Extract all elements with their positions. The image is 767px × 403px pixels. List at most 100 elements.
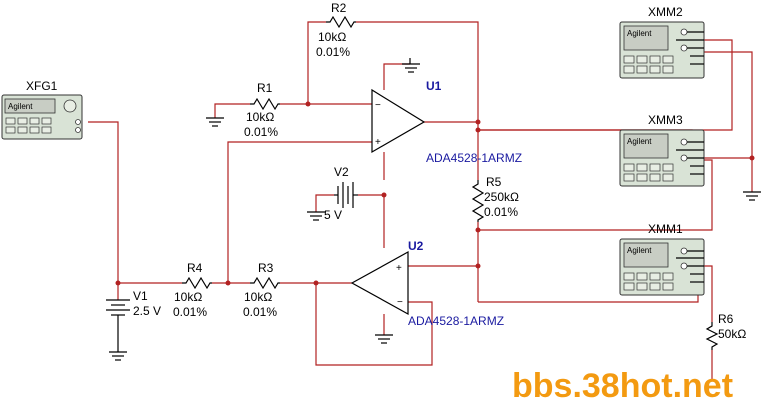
resistor-r3[interactable]: R3 10kΩ 0.01%: [243, 261, 280, 319]
instrument-screen: [4, 98, 56, 114]
resistor-r5[interactable]: R5 250kΩ 0.01%: [471, 175, 519, 222]
r4-value: 10kΩ: [174, 290, 202, 304]
u2-name: U2: [408, 239, 424, 253]
xmm3-brand: Agilent: [627, 137, 652, 146]
r4-tolerance: 0.01%: [173, 305, 207, 319]
wire-r2-right: [356, 21, 479, 122]
xfg1-label: XFG1: [26, 79, 58, 93]
junction-dot: [475, 263, 481, 269]
ground-icon: [743, 191, 761, 201]
wire-r1-gnd: [214, 103, 250, 118]
r3-value: 10kΩ: [244, 290, 272, 304]
r1-value: 10kΩ: [246, 110, 274, 124]
wire-v2-plus: [358, 194, 385, 248]
ground-symbols: [109, 58, 761, 361]
junction-dot: [475, 119, 481, 125]
junction-dot: [305, 101, 311, 107]
terminal-icon[interactable]: [680, 138, 688, 146]
ground-icon: [206, 117, 224, 127]
terminal-icon[interactable]: [680, 154, 688, 162]
opamp-triangle: [371, 88, 426, 154]
multimeter-xmm2[interactable]: XMM2 Agilent: [619, 5, 705, 79]
voltage-source-v1[interactable]: V1 2.5 V: [106, 289, 161, 352]
terminal-icon[interactable]: [75, 127, 81, 133]
ground-icon: [109, 351, 127, 361]
xmm1-label: XMM1: [648, 222, 683, 236]
u1-plus-pin: +: [375, 137, 381, 148]
resistor-r4[interactable]: R4 10kΩ 0.01%: [173, 261, 212, 319]
u2-part: ADA4528-1ARMZ: [408, 314, 504, 328]
xmm2-brand: Agilent: [627, 29, 652, 38]
r1-name: R1: [257, 81, 273, 95]
wire-xmm1-r6: [702, 265, 713, 322]
u1-part: ADA4528-1ARMZ: [426, 151, 522, 165]
wire-r5-xmm3: [478, 159, 713, 231]
voltage-source-v2[interactable]: V2 5 V: [324, 165, 358, 222]
xmm3-label: XMM3: [648, 113, 683, 127]
junction-dot: [475, 127, 481, 133]
r2-name: R2: [331, 1, 347, 15]
terminal-icon[interactable]: [75, 119, 81, 125]
r5-value: 250kΩ: [484, 190, 519, 204]
wire-xmm2-gnd: [702, 51, 753, 158]
ground-icon: [307, 211, 325, 221]
resistor-r1[interactable]: R1 10kΩ 0.01%: [244, 81, 280, 139]
r6-name: R6: [718, 312, 734, 326]
junction-dot: [749, 155, 755, 161]
r1-tolerance: 0.01%: [244, 125, 278, 139]
terminal-icon[interactable]: [680, 44, 688, 52]
instrument-screen: [623, 25, 669, 51]
r3-name: R3: [258, 261, 274, 275]
u1-name: U1: [426, 79, 442, 93]
r3-tolerance: 0.01%: [243, 305, 277, 319]
v1-name: V1: [133, 289, 148, 303]
u1-minus-pin: −: [375, 100, 381, 111]
wire-xfg1-out: [88, 121, 119, 283]
v1-value: 2.5 V: [133, 304, 161, 318]
terminal-icon[interactable]: [680, 247, 688, 255]
r2-tolerance: 0.01%: [316, 45, 350, 59]
r5-tolerance: 0.01%: [484, 205, 518, 219]
junction-dot: [115, 280, 121, 286]
junction-dot: [313, 280, 319, 286]
resistor-zigzag: [705, 322, 719, 350]
resistor-zigzag: [182, 276, 212, 290]
function-generator-xfg1[interactable]: XFG1 Agilent: [1, 79, 83, 140]
knob-icon: [63, 99, 77, 113]
resistor-zigzag: [471, 180, 485, 222]
wire-v2-gnd: [315, 194, 334, 212]
v2-name: V2: [334, 165, 349, 179]
resistor-r6[interactable]: R6 50kΩ: [705, 312, 746, 350]
r4-name: R4: [187, 261, 203, 275]
v2-value: 5 V: [324, 208, 342, 222]
terminal-icon[interactable]: [680, 262, 688, 270]
junctions: [115, 101, 755, 286]
wire-u1-gnd: [383, 63, 410, 90]
terminal-icon[interactable]: [680, 28, 688, 36]
resistor-zigzag: [250, 276, 280, 290]
r5-name: R5: [486, 175, 502, 189]
resistor-r2[interactable]: R2 10kΩ 0.01%: [316, 1, 356, 59]
multimeter-xmm3[interactable]: XMM3 Agilent: [619, 113, 705, 187]
ground-icon: [402, 58, 420, 73]
junction-dot: [475, 227, 481, 233]
multimeter-xmm1[interactable]: XMM1 Agilent: [619, 222, 705, 296]
wire-u1-plus: [227, 141, 372, 283]
wire-u2-feedback: [315, 283, 433, 366]
resistor-zigzag: [250, 97, 280, 111]
r2-value: 10kΩ: [318, 30, 346, 44]
xmm1-brand: Agilent: [627, 246, 652, 255]
resistor-zigzag: [326, 15, 356, 29]
u2-minus-pin: −: [397, 297, 403, 308]
wire-r2-left: [307, 21, 326, 104]
u2-plus-pin: +: [396, 263, 402, 274]
junction-dot: [381, 192, 387, 198]
watermark-text: bbs.38hot.net: [512, 367, 733, 403]
xfg1-brand: Agilent: [8, 102, 33, 111]
xmm2-label: XMM2: [648, 5, 683, 19]
opamp-u1[interactable]: − + U1 ADA4528-1ARMZ: [371, 79, 522, 165]
opamp-u2[interactable]: + − U2 ADA4528-1ARMZ: [350, 239, 504, 328]
ground-icon: [375, 334, 393, 344]
instrument-screen: [623, 242, 669, 268]
